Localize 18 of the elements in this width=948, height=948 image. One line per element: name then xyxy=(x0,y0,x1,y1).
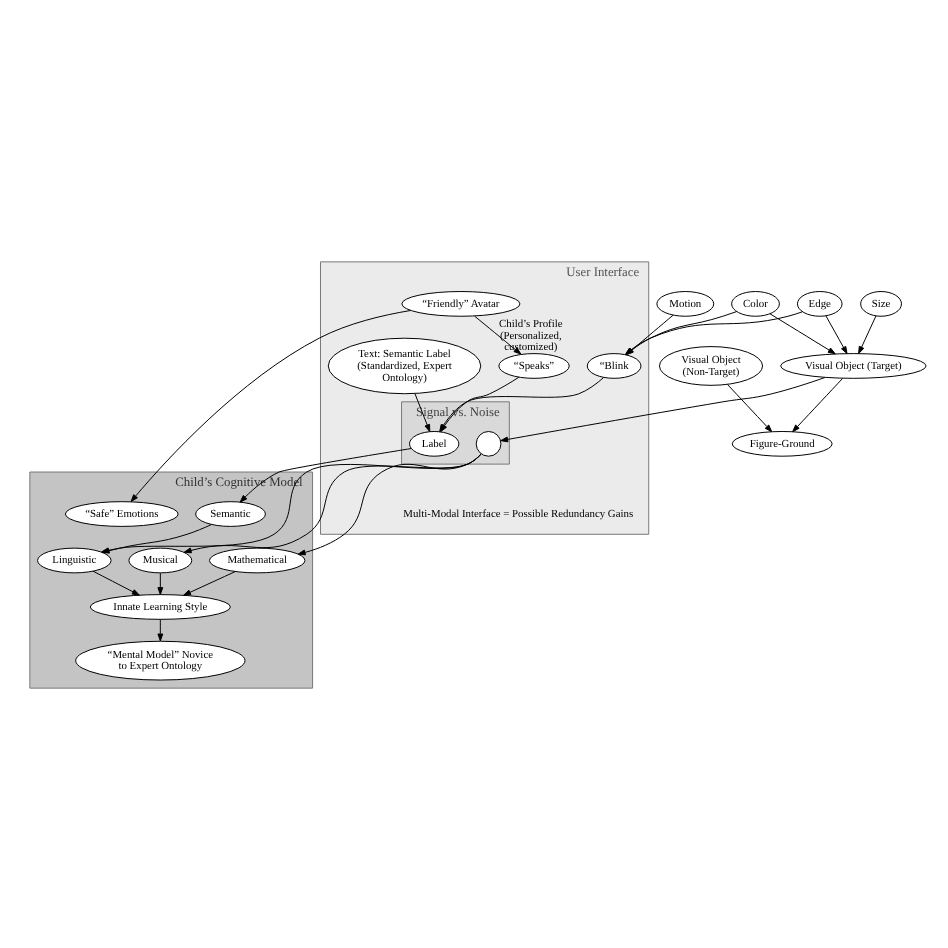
arrow xyxy=(101,523,212,553)
arrow xyxy=(183,570,236,595)
arrow xyxy=(239,447,412,502)
arrow xyxy=(727,383,773,432)
arrow xyxy=(183,452,482,553)
arrow xyxy=(825,314,848,354)
arrow xyxy=(500,375,826,442)
arrow xyxy=(157,571,164,594)
node-circle xyxy=(475,430,502,456)
arrow xyxy=(130,309,412,501)
arrow xyxy=(858,314,877,354)
arrow xyxy=(101,452,482,553)
arrow xyxy=(769,312,836,354)
arrow xyxy=(474,314,522,354)
arrow xyxy=(157,617,164,641)
arrow xyxy=(792,376,844,432)
arrow xyxy=(297,452,482,555)
arrow xyxy=(92,569,140,595)
